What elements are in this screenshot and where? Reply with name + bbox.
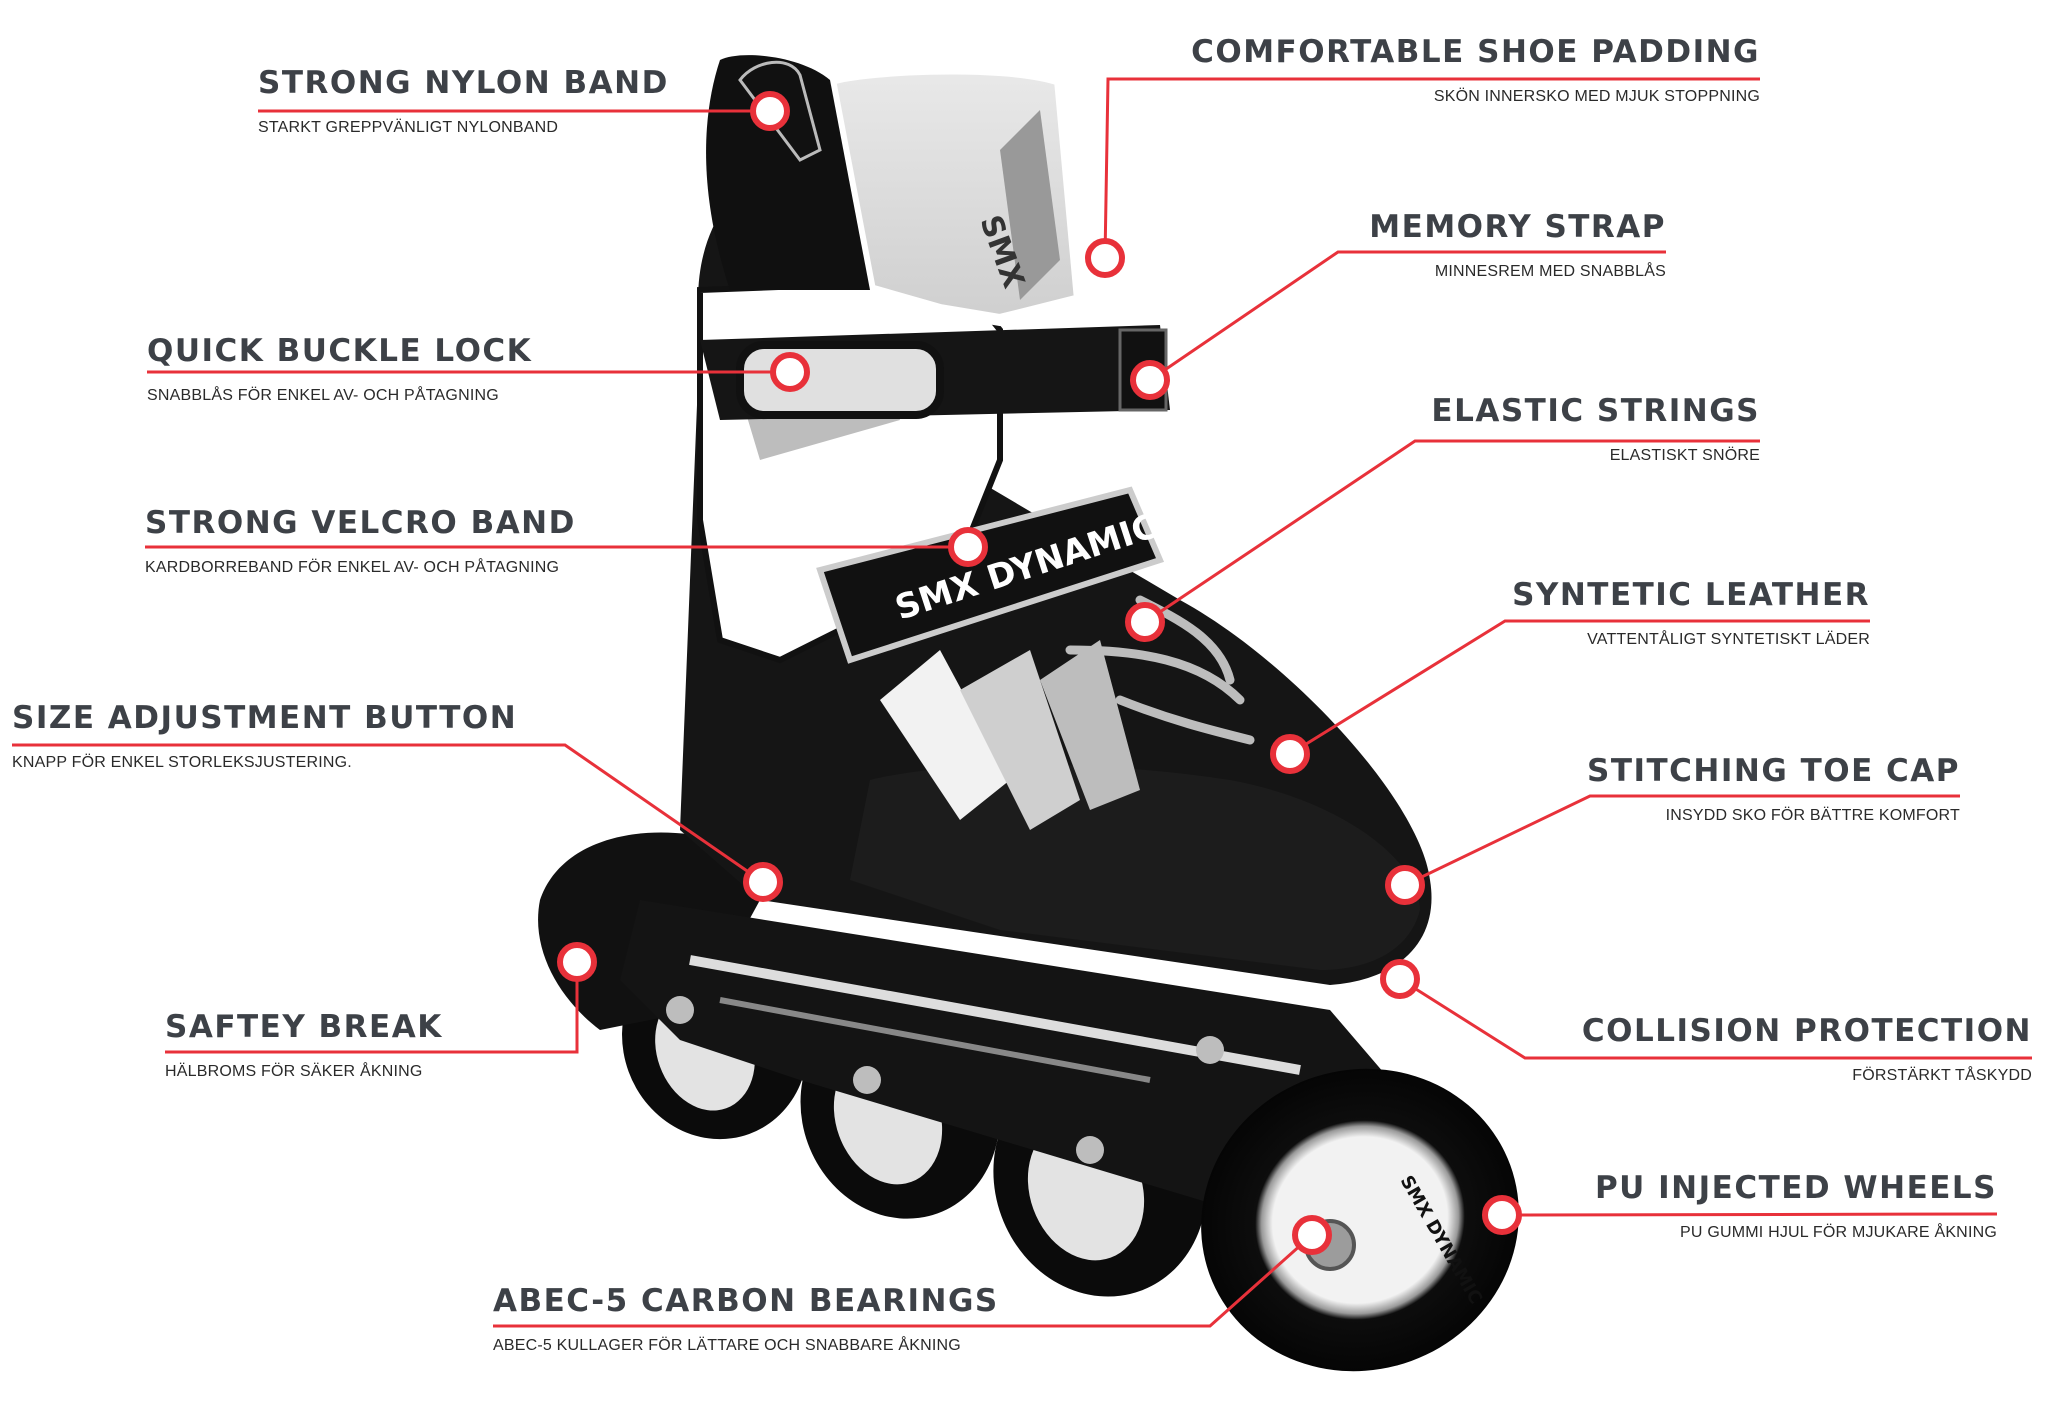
callout-title: ABEC-5 CARBON BEARINGS [493,1283,999,1319]
leader-line-stitching-toe-cap [1404,794,1960,887]
callout-title: COMFORTABLE SHOE PADDING [1191,34,1760,70]
leader-line-syntetic-leather [1289,619,1870,756]
callout-subtitle: KARDBORREBAND FÖR ENKEL AV- OCH PÅTAGNIN… [145,559,560,576]
callout-size-adjustment-button: SIZE ADJUSTMENT BUTTON KNAPP FÖR ENKEL ST… [12,700,517,772]
callout-subtitle: SNABBLÅS FÖR ENKEL AV- OCH PÅTAGNING [147,387,499,404]
callout-subtitle: ELASTISKT SNÖRE [1609,447,1760,464]
leader-line-comfortable-shoe-padding [1103,77,1760,259]
callout-title: STRONG VELCRO BAND [145,505,576,541]
leader-line-memory-strap [1149,250,1666,382]
callout-subtitle: VATTENTÅLIGT SYNTETISKT LÄDER [1587,631,1870,648]
callout-syntetic-leather: SYNTETIC LEATHER VATTENTÅLIGT SYNTETISKT … [1512,577,1870,649]
callout-title: STITCHING TOE CAP [1587,753,1960,789]
callout-marker-memory-strap [1130,360,1170,400]
callout-marker-size-adjustment-button [743,862,783,902]
wheel-1: SMX DYNAMIC [1201,1068,1519,1372]
callout-comfortable-shoe-padding: COMFORTABLE SHOE PADDING SKÖN INNERSKO ME… [1191,34,1760,106]
callout-title: SAFTEY BREAK [165,1009,443,1045]
callout-title: PU INJECTED WHEELS [1594,1170,1997,1206]
leader-line-saftey-break [165,962,579,1054]
callout-title: ELASTIC STRINGS [1431,393,1760,429]
callout-marker-stitching-toe-cap [1385,865,1425,905]
callout-title: SIZE ADJUSTMENT BUTTON [12,700,518,736]
callout-elastic-strings: ELASTIC STRINGS ELASTISKT SNÖRE [1431,393,1760,465]
quick-buckle [736,341,944,419]
callout-quick-buckle-lock: QUICK BUCKLE LOCK SNABBLÅS FÖR ENKEL AV- … [147,333,532,405]
callout-abec-5-carbon-bearings: ABEC-5 CARBON BEARINGS ABEC-5 KULLAGER FÖ… [493,1283,999,1355]
callout-subtitle: ABEC-5 KULLAGER FÖR LÄTTARE OCH SNABBARE… [493,1337,961,1354]
callout-memory-strap: MEMORY STRAP MINNESREM MED SNABBLÅS [1369,209,1666,281]
callout-title: SYNTETIC LEATHER [1512,577,1870,613]
callout-title: COLLISION PROTECTION [1581,1013,2032,1049]
callout-title: STRONG NYLON BAND [258,65,669,101]
callout-strong-velcro-band: STRONG VELCRO BAND KARDBORREBAND FÖR ENKE… [145,505,576,577]
callout-marker-pu-injected-wheels [1482,1195,1522,1235]
leader-line-pu-injected-wheels [1501,1212,1998,1217]
callout-marker-elastic-strings [1125,602,1165,642]
callout-marker-quick-buckle-lock [770,352,810,392]
callout-subtitle: FÖRSTÄRKT TÅSKYDD [1852,1067,2032,1084]
callout-subtitle: STARKT GREPPVÄNLIGT NYLONBAND [258,119,559,136]
callout-collision-protection: COLLISION PROTECTION FÖRSTÄRKT TÅSKYDD [1582,1013,2032,1085]
leader-line-size-adjustment-button [12,743,764,884]
leader-line-collision-protection [1399,977,2032,1060]
callout-subtitle: KNAPP FÖR ENKEL STORLEKSJUSTERING. [12,754,352,771]
callout-subtitle: MINNESREM MED SNABBLÅS [1434,263,1666,280]
callout-pu-injected-wheels: PU INJECTED WHEELS PU GUMMI HJUL FÖR MJUK… [1595,1170,1997,1242]
callout-title: QUICK BUCKLE LOCK [147,333,533,369]
callout-subtitle: INSYDD SKO FÖR BÄTTRE KOMFORT [1665,807,1960,824]
callout-subtitle: PU GUMMI HJUL FÖR MJUKARE ÅKNING [1680,1224,1997,1241]
callout-saftey-break: SAFTEY BREAK HÄLBROMS FÖR SÄKER ÅKNING [165,1009,443,1081]
callout-marker-strong-nylon-band [750,91,790,131]
callout-strong-nylon-band: STRONG NYLON BAND STARKT GREPPVÄNLIGT NYL… [258,65,669,137]
callout-stitching-toe-cap: STITCHING TOE CAP INSYDD SKO FÖR BÄTTRE K… [1587,753,1960,825]
callout-title: MEMORY STRAP [1369,209,1666,245]
callout-marker-saftey-break [557,942,597,982]
callout-marker-syntetic-leather [1270,734,1310,774]
toe-cap [850,765,1420,970]
leader-line-elastic-strings [1144,439,1760,624]
callout-marker-strong-velcro-band [948,527,988,567]
velcro-strap [816,486,1165,664]
callout-marker-collision-protection [1380,959,1420,999]
callout-subtitle: HÄLBROMS FÖR SÄKER ÅKNING [165,1063,423,1080]
callout-marker-abec-5-carbon-bearings [1292,1215,1332,1255]
callout-marker-comfortable-shoe-padding [1085,238,1125,278]
leader-line-abec-5-carbon-bearings [493,1233,1313,1328]
callout-subtitle: SKÖN INNERSKO MED MJUK STOPPNING [1433,88,1760,105]
